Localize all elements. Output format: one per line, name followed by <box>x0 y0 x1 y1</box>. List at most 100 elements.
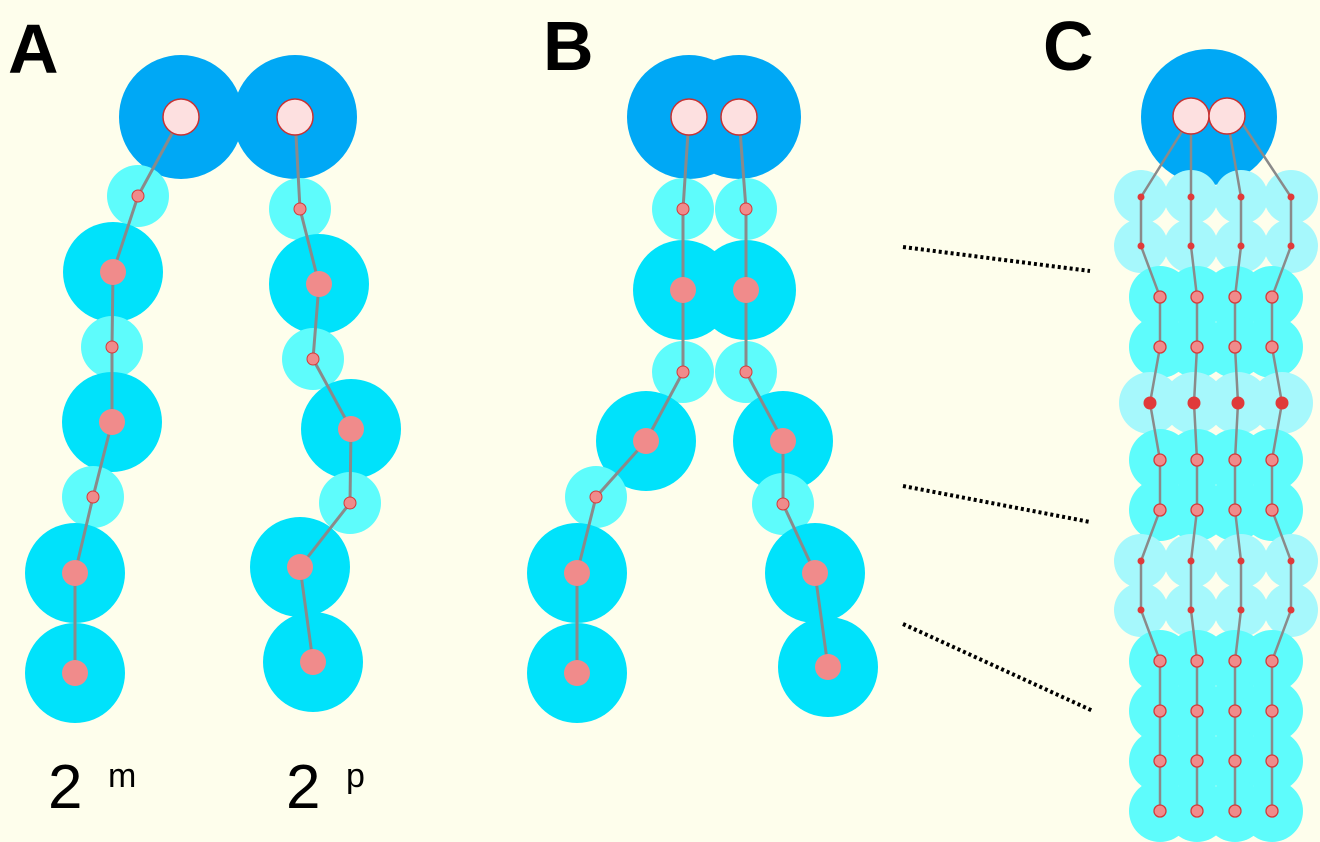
chromatin-node <box>733 277 759 303</box>
panel-label-b: B <box>543 7 594 85</box>
chromatin-node <box>1265 704 1279 718</box>
chromatin-node <box>131 189 145 203</box>
chromosome-2p <box>233 55 401 712</box>
chromatin-node <box>1187 557 1195 565</box>
centromere-node <box>670 98 708 136</box>
chromatin-node <box>589 490 603 504</box>
chromatin-node <box>293 202 307 216</box>
chromatin-node <box>1275 396 1289 410</box>
chromatin-strand <box>1225 116 1243 811</box>
chromatin-node <box>1265 453 1279 467</box>
chromatin-node <box>1228 290 1242 304</box>
chromatin-node <box>564 660 590 686</box>
chromatin-node <box>1228 804 1242 818</box>
nodes <box>62 98 200 686</box>
chromatin-node <box>1143 396 1157 410</box>
nodes <box>564 98 841 686</box>
chromatin-node <box>815 654 841 680</box>
chromatin-node <box>99 409 125 435</box>
chromatin-node <box>676 365 690 379</box>
chromatin-node <box>62 560 88 586</box>
centromere-node <box>276 98 314 136</box>
chromatin-node <box>306 352 320 366</box>
panel-c <box>1114 49 1318 842</box>
chromatin-node <box>1137 557 1145 565</box>
chromatin-node <box>564 560 590 586</box>
chromatin-node <box>1153 704 1167 718</box>
chromatin-node <box>1228 503 1242 517</box>
bundle-paths <box>1139 116 1293 811</box>
chromatin-node <box>739 365 753 379</box>
chromatin-node <box>1265 804 1279 818</box>
chromatin-node <box>633 428 659 454</box>
panel-a <box>25 55 401 723</box>
chromatin-node <box>1153 453 1167 467</box>
chromatin-node <box>1153 340 1167 354</box>
chromatin-node <box>739 202 753 216</box>
chromatin-path <box>73 116 183 673</box>
chromatin-node <box>776 497 790 511</box>
chromatin-strand <box>1236 116 1293 811</box>
chromosome-label-superscript: p <box>346 757 365 795</box>
chromatin-node <box>670 277 696 303</box>
chromatin-node <box>802 560 828 586</box>
chromatin-node <box>1287 193 1295 201</box>
chromosome-label-number: 2 <box>286 753 320 822</box>
guide-line <box>902 484 1091 524</box>
chromatin-node <box>1190 654 1204 668</box>
chromatin-node <box>86 490 100 504</box>
chromatin-node <box>338 416 364 442</box>
chromatin-node <box>306 271 332 297</box>
chromatin-node <box>1190 340 1204 354</box>
chromatin-node <box>1190 503 1204 517</box>
chromosome-label-number: 2 <box>48 753 82 822</box>
guide-lines <box>902 245 1094 713</box>
chromatin-strand <box>1189 117 1199 811</box>
guide-line <box>902 245 1091 273</box>
chromatin-node <box>287 554 313 580</box>
panel-label-c: C <box>1043 7 1094 85</box>
chromatin-path <box>293 116 353 663</box>
chromatin-node <box>1228 453 1242 467</box>
chromatin-node <box>1231 396 1245 410</box>
chromatin-node <box>343 496 357 510</box>
chromatin-node <box>1190 290 1204 304</box>
bundle-nodes <box>1137 97 1295 818</box>
chromatin-node <box>1228 340 1242 354</box>
chromatin-node <box>1187 242 1195 250</box>
chromatin-node <box>1190 754 1204 768</box>
chromosome-2m <box>25 55 243 723</box>
centromere-node <box>720 98 758 136</box>
chromatin-node <box>62 660 88 686</box>
chromatin-node <box>1287 557 1295 565</box>
chromatin-node <box>676 202 690 216</box>
chromatin-node <box>1265 340 1279 354</box>
chromatin-node <box>1265 754 1279 768</box>
chromatin-node <box>1190 704 1204 718</box>
chromatin-node <box>1237 557 1245 565</box>
chromatin-node <box>1237 606 1245 614</box>
chromatin-path-left <box>575 116 691 673</box>
chromatin-node <box>1187 193 1195 201</box>
chromosome-label-superscript: m <box>108 757 136 795</box>
chromatin-node <box>1187 396 1201 410</box>
chromatin-node <box>1228 704 1242 718</box>
chromatin-node <box>1265 503 1279 517</box>
chromatin-node <box>770 428 796 454</box>
chromatin-node <box>1287 242 1295 250</box>
panel-label-a: A <box>8 10 59 88</box>
chromatin-node <box>1228 754 1242 768</box>
chromatin-node <box>1187 606 1195 614</box>
chromatin-node <box>1153 754 1167 768</box>
panel-b <box>527 55 878 723</box>
chromatin-node <box>100 259 126 285</box>
chromatin-node <box>1153 290 1167 304</box>
centromere-node <box>1172 97 1210 135</box>
centromere-node <box>162 98 200 136</box>
centromere-node <box>1208 97 1246 135</box>
chromatin-node <box>1265 290 1279 304</box>
chromatin-node <box>1190 804 1204 818</box>
chromatin-node <box>1137 606 1145 614</box>
chromatin-node <box>300 649 326 675</box>
chromatin-strand <box>1139 116 1193 811</box>
